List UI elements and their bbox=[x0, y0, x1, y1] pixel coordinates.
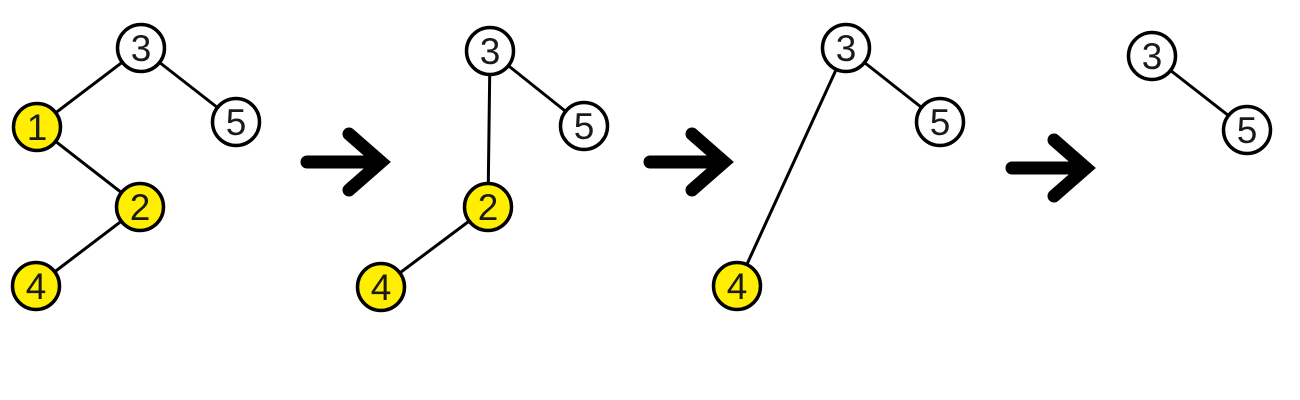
tree-node-label-3: 3 bbox=[1142, 36, 1163, 77]
tree-node-3 bbox=[1126, 30, 1178, 82]
tree-step-4: 35 bbox=[1126, 30, 1273, 156]
arrow-1-right-arrow-icon bbox=[300, 127, 391, 197]
tree-node-4-highlighted bbox=[10, 260, 62, 312]
tree-node-label-5: 5 bbox=[930, 102, 951, 143]
tree-node-label-3: 3 bbox=[836, 28, 857, 69]
tree-step-1: 3 1 5 2 4 bbox=[10, 22, 262, 312]
tree-node-4-highlighted bbox=[355, 261, 407, 313]
tree-node-2-highlighted bbox=[462, 181, 514, 233]
tree-node-label-4: 4 bbox=[371, 267, 392, 308]
tree-node-label-4: 4 bbox=[26, 266, 47, 307]
tree-node-label-2: 2 bbox=[478, 187, 499, 228]
tree-node-2-highlighted bbox=[114, 181, 166, 233]
tree-node-5 bbox=[1221, 104, 1273, 156]
tree-node-5 bbox=[914, 96, 966, 148]
tree-node-3 bbox=[115, 22, 167, 74]
arrow-2-right-arrow-icon bbox=[643, 127, 734, 197]
tree-step-3: 3 5 4 bbox=[711, 22, 966, 312]
tree-node-label-5: 5 bbox=[226, 102, 247, 143]
tree-node-label-4: 4 bbox=[727, 266, 748, 307]
tree-node-label-5: 5 bbox=[1237, 110, 1258, 151]
tree-node-label-5: 5 bbox=[574, 106, 595, 147]
tree-node-5 bbox=[210, 96, 262, 148]
tree-node-label-2: 2 bbox=[130, 187, 151, 228]
arrow-3-right-arrow-icon bbox=[1005, 133, 1096, 203]
tree-edge-3-4 bbox=[735, 47, 848, 287]
tree-node-5 bbox=[558, 100, 610, 152]
tree-node-label-3: 3 bbox=[131, 28, 152, 69]
tree-node-label-3: 3 bbox=[480, 31, 501, 72]
tree-step-2: 3 5 2 4 bbox=[355, 25, 610, 313]
tree-node-1-highlighted bbox=[11, 101, 63, 153]
tree-node-4-highlighted bbox=[711, 260, 763, 312]
tree-node-label-1: 1 bbox=[27, 107, 48, 148]
tree-edge-3-2 bbox=[486, 50, 492, 208]
tree-node-3 bbox=[464, 25, 516, 77]
tree-node-3 bbox=[820, 22, 872, 74]
